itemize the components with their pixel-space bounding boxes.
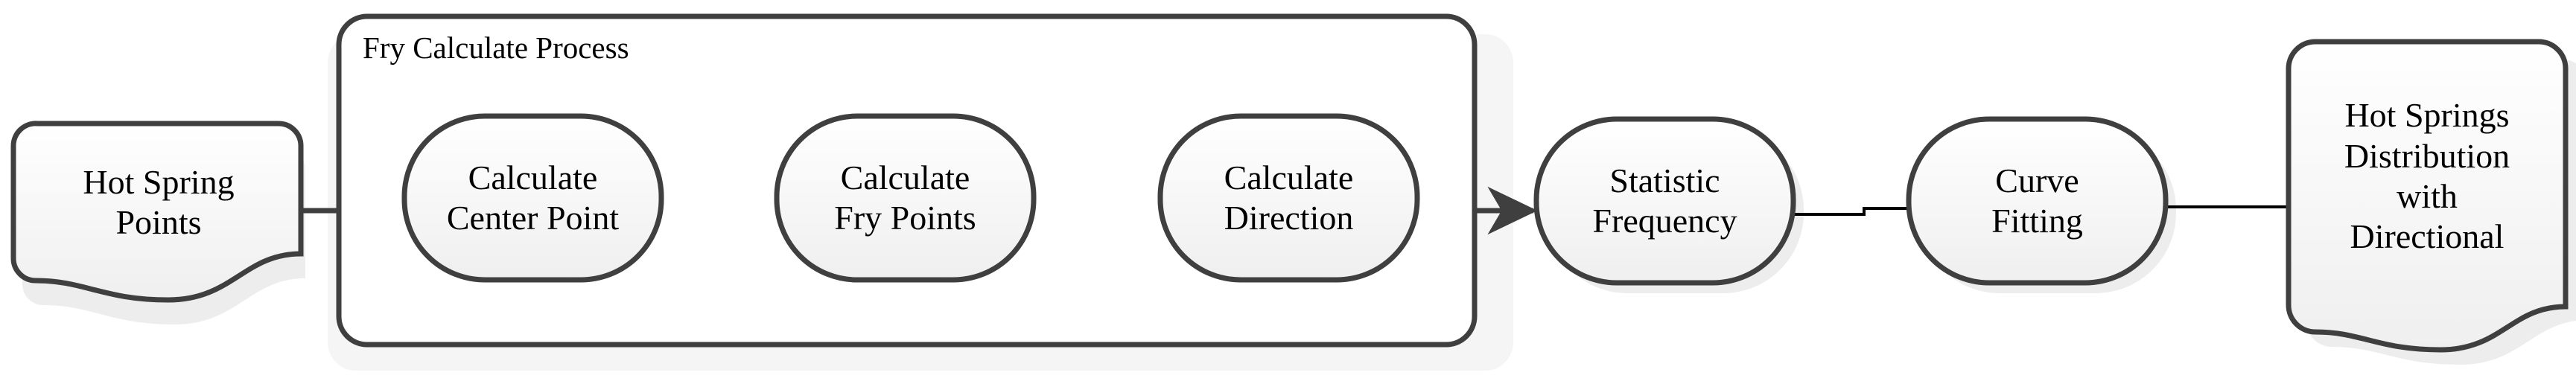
node-hot-springs-distribution[interactable] (2286, 39, 2569, 353)
node-layer (10, 39, 2569, 353)
node-calculate-direction[interactable] (1157, 113, 1420, 283)
connector-statistic-frequency-to-curve-fitting (1795, 207, 1911, 216)
node-hot-spring-points[interactable] (10, 121, 304, 303)
node-curve-fitting[interactable] (1906, 116, 2169, 286)
group-title-fry-calculate-process: Fry Calculate Process (363, 31, 629, 65)
node-calculate-center-point[interactable] (401, 113, 664, 283)
node-statistic-frequency[interactable] (1533, 116, 1796, 286)
node-calculate-fry-points[interactable] (774, 113, 1037, 283)
